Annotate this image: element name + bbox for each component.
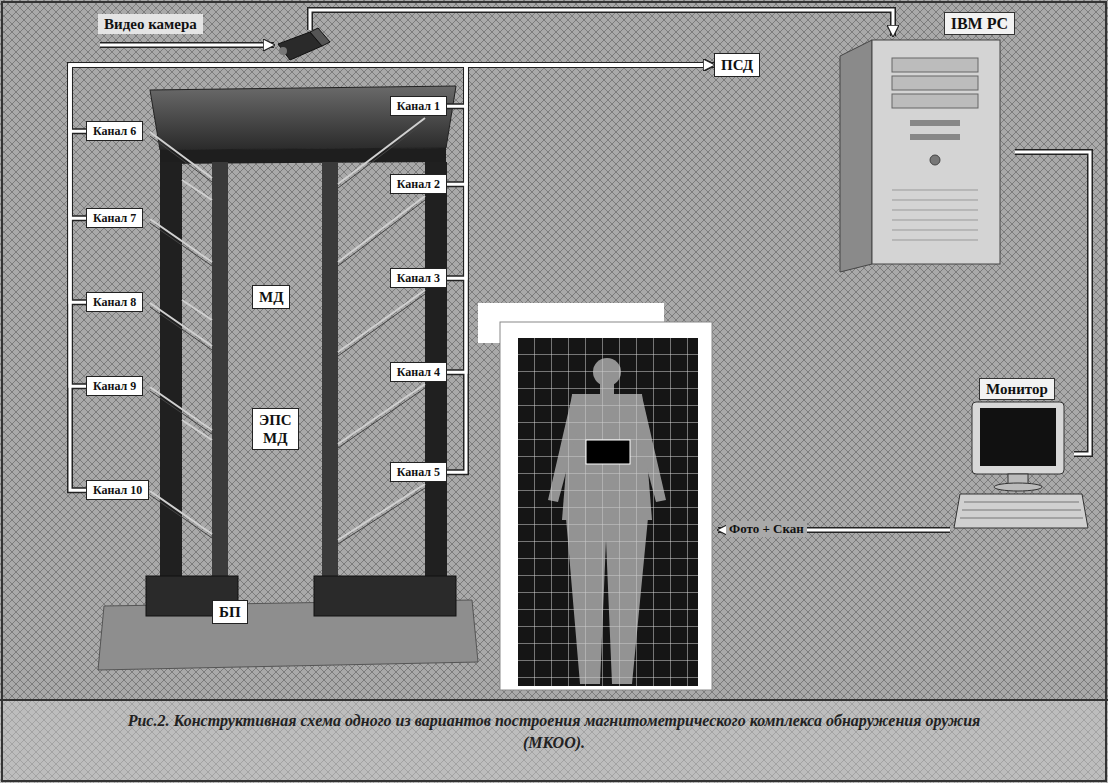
signal-line [70, 65, 714, 302]
connector-outline [447, 65, 714, 184]
node-text: ЭПС МД [253, 409, 298, 449]
scan-image [478, 303, 712, 690]
connector-outline [447, 65, 714, 278]
video-camera [278, 28, 330, 60]
signal-line [70, 65, 714, 218]
signal-line [70, 65, 714, 490]
node-text: Видео камера [98, 14, 203, 34]
signal-line [447, 65, 714, 472]
monitor [954, 402, 1088, 528]
node-text: Канал 6 [87, 122, 142, 140]
channel-box: Канал 6 [86, 121, 143, 141]
node-text: Канал 10 [87, 481, 148, 499]
channel-box: Канал 3 [390, 268, 447, 288]
monitor: Монитор [960, 378, 1074, 530]
node-text: БП [213, 601, 247, 623]
process-box: ПСД [714, 53, 760, 77]
node-text: ПСД [715, 54, 759, 76]
node-text: Канал 4 [391, 363, 446, 381]
detector-box: МД [252, 285, 290, 309]
figure-caption: Рис.2. Конструктивная схема одного из ва… [104, 710, 1004, 753]
node-text: Канал 5 [391, 463, 446, 481]
signal-line [1015, 152, 1090, 454]
separator [0, 699, 1108, 701]
channel-box: Канал 5 [390, 462, 447, 482]
background [0, 0, 1108, 700]
signal-line [447, 65, 714, 278]
node-text: IBM PC [944, 12, 1015, 35]
node-text: Канал 9 [87, 377, 142, 395]
camera-label: Видео камера [98, 14, 203, 34]
node-text: Монитор [979, 378, 1055, 400]
connector-outline [70, 65, 714, 490]
power-box: БП [212, 600, 248, 624]
node-text: Канал 8 [87, 293, 142, 311]
node-text: Канал 1 [391, 97, 446, 115]
connector-outline [70, 65, 714, 131]
signal-label: Фото + Скан [726, 521, 807, 537]
connector-outline [70, 65, 714, 386]
connector-outline [70, 65, 714, 218]
signal-line [447, 65, 714, 372]
signal-line [70, 65, 714, 131]
portal-frame [98, 86, 478, 670]
signal-line [70, 65, 714, 386]
connector-outline [447, 65, 714, 372]
connector-outline [70, 65, 714, 302]
cable [310, 10, 893, 36]
channel-box: Канал 4 [390, 362, 447, 382]
connector-outline [447, 65, 714, 106]
detector-box: ЭПС МД [252, 408, 299, 450]
arrow-outline [100, 42, 274, 48]
connector-outline [1015, 152, 1090, 454]
channel-box: Канал 10 [86, 480, 149, 500]
node-text: Канал 3 [391, 269, 446, 287]
arrow [100, 44, 274, 47]
signal-line [447, 65, 714, 106]
caption-band [0, 700, 1108, 783]
computer: IBM PC [840, 12, 1015, 274]
channel-box: Канал 9 [86, 376, 143, 396]
node-text: Канал 7 [87, 209, 142, 227]
node-text: Канал 2 [391, 175, 446, 193]
channel-box: Канал 8 [86, 292, 143, 312]
channel-box: Канал 7 [86, 208, 143, 228]
signal-line [447, 65, 714, 184]
node-text: МД [253, 286, 289, 308]
connector-outline [447, 65, 714, 472]
pc-tower [840, 40, 1000, 272]
cable-outline [310, 10, 893, 36]
channel-box: Канал 1 [390, 96, 447, 116]
channel-box: Канал 2 [390, 174, 447, 194]
